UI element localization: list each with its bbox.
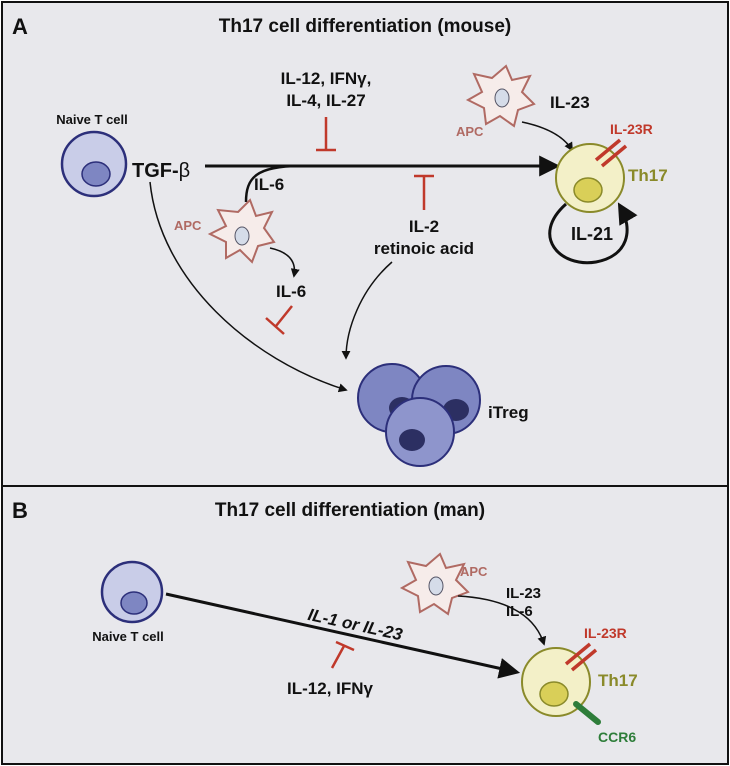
retinoic-to-itreg-arrow	[341, 261, 393, 360]
inhibitors-top-line1: IL-12, IFNγ,	[281, 69, 372, 88]
th17-cell-b	[521, 647, 591, 717]
panel-a: A Th17 cell differentiation (mouse) Naiv…	[1, 1, 729, 487]
il6-upper-arrow	[244, 164, 301, 203]
apc-cell-mid	[207, 198, 276, 264]
naive-to-th17-arrow-b	[165, 592, 521, 679]
apc-to-il6-arrow	[269, 247, 300, 278]
inhibitors-label-b: IL-12, IFNγ	[287, 679, 374, 698]
panel-b-letter: B	[12, 498, 28, 523]
ccr6-label: CCR6	[598, 729, 636, 745]
il2-label: IL-2	[409, 217, 439, 236]
naive-t-cell-a	[60, 130, 128, 198]
th17-label-a: Th17	[628, 166, 668, 185]
il6-lower-label: IL-6	[276, 282, 306, 301]
panel-b-background	[1, 485, 729, 765]
inhibitors-top-line2: IL-4, IL-27	[286, 91, 365, 110]
inhibition-bar-il2	[414, 174, 434, 210]
il23r-label-b: IL-23R	[584, 625, 627, 641]
apc-cell-top	[465, 64, 536, 128]
panel-a-title: Th17 cell differentiation (mouse)	[219, 16, 511, 37]
il23-label-a: IL-23	[550, 93, 590, 112]
panel-a-letter: A	[12, 14, 28, 39]
apc-label-top: APC	[456, 124, 484, 139]
panel-b: B Th17 cell differentiation (man) Naive …	[1, 485, 729, 765]
th17-label-b: Th17	[598, 671, 638, 690]
naive-t-cell-b	[100, 560, 164, 624]
inhibition-bar-top	[316, 117, 336, 152]
il6-upper-label: IL-6	[254, 175, 284, 194]
itreg-label: iTreg	[488, 403, 529, 422]
panel-b-title: Th17 cell differentiation (man)	[215, 500, 485, 521]
naive-t-cell-label-b: Naive T cell	[92, 629, 164, 644]
tgf-beta-label: TGF-β	[132, 160, 190, 182]
naive-t-cell-label-a: Naive T cell	[56, 112, 128, 127]
apc-to-th17-arrow-a	[521, 121, 573, 152]
itreg-cells	[357, 363, 481, 467]
il23r-label-a: IL-23R	[610, 121, 653, 137]
il23-label-b: IL-23	[506, 585, 541, 602]
retinoic-acid-label: retinoic acid	[374, 239, 474, 258]
ccr6-receptor	[573, 701, 601, 725]
apc-label-mid: APC	[174, 218, 202, 233]
inhibition-bar-b	[330, 640, 355, 669]
il23r-receptor-b	[564, 642, 598, 672]
il23r-receptor-a	[594, 138, 628, 168]
inhibition-bar-il6	[265, 305, 293, 335]
tgfb-to-itreg-arrow	[149, 181, 348, 393]
apc-cell-b	[399, 552, 470, 616]
il21-label: IL-21	[571, 224, 613, 244]
apc-label-b: APC	[460, 564, 488, 579]
apc-to-th17-arrow-b	[457, 595, 547, 646]
il21-loop-arrow	[548, 202, 638, 265]
